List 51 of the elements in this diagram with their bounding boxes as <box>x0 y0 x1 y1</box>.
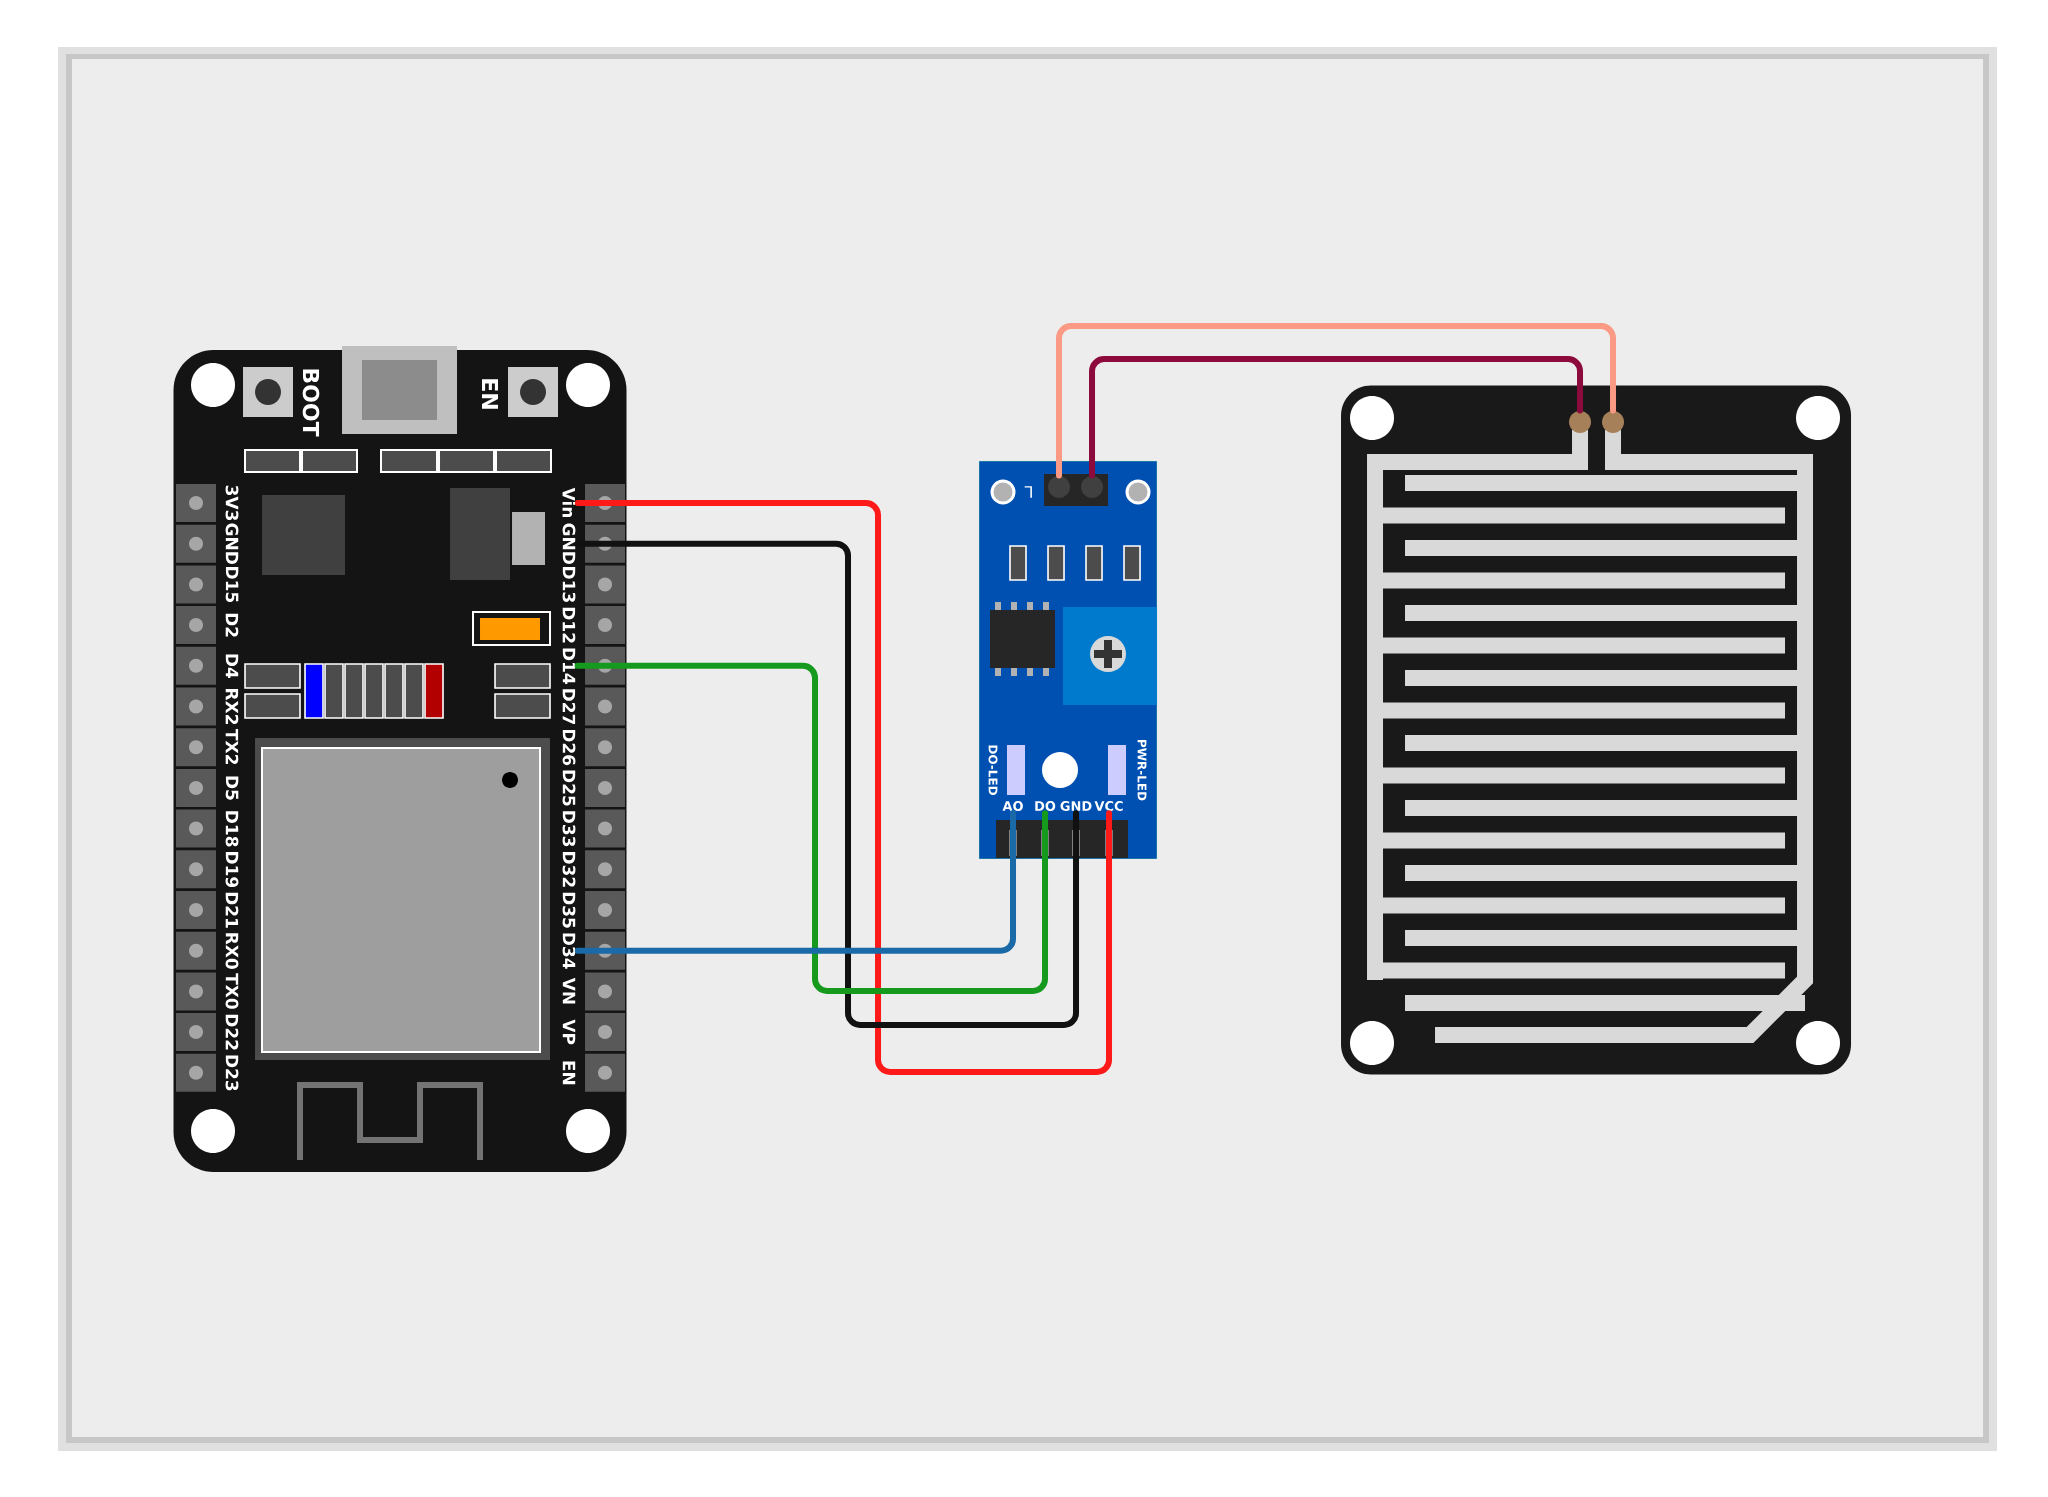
pin-label: D18 <box>225 811 239 847</box>
pin-label: D35 <box>562 892 576 928</box>
pin-label: D33 <box>562 811 576 847</box>
pin-label: GND <box>1060 801 1092 811</box>
pin-label: D22 <box>225 1014 239 1050</box>
esp32-board-drawing <box>173 346 627 1172</box>
pin-label: D19 <box>225 852 239 888</box>
pin-label: D5 <box>225 776 239 800</box>
board-label: BOOT <box>302 369 320 437</box>
board-label: L <box>1024 486 1032 498</box>
pin-label: D34 <box>562 933 576 969</box>
wire <box>1089 356 1583 479</box>
pin-label: TX2 <box>225 729 239 764</box>
pin-label: D2 <box>225 613 239 637</box>
pin-label: GND <box>225 523 239 564</box>
pin-pad <box>1569 411 1591 433</box>
pin-label: 3V3 <box>225 485 239 521</box>
board-label: DO-LED <box>988 745 998 795</box>
pin-label: VP <box>562 1019 576 1045</box>
pin-label: RX2 <box>225 689 239 725</box>
pin-label: D4 <box>225 654 239 678</box>
board-label: EN <box>482 379 498 409</box>
pin-label: TX0 <box>225 973 239 1009</box>
pin-label: RX0 <box>225 933 239 969</box>
pin-label: D32 <box>562 852 576 887</box>
wire <box>574 540 1079 1028</box>
pin-label: VN <box>562 977 576 1004</box>
pin-label: D12 <box>562 607 576 643</box>
pin-label: VCC <box>1094 801 1123 811</box>
pin-pad <box>1081 476 1103 498</box>
pin-label: DO <box>1035 801 1056 811</box>
pin-label: Vin <box>562 487 576 518</box>
pin-label: GND <box>562 523 576 564</box>
pin-label: D21 <box>225 892 239 928</box>
wire <box>574 662 1048 994</box>
pin-pad <box>1602 411 1624 433</box>
pin-label: D14 <box>562 648 576 684</box>
pin-label: D13 <box>562 567 576 602</box>
pin-pad <box>1048 476 1070 498</box>
wire <box>1056 323 1616 479</box>
wire <box>574 500 1112 1075</box>
pin-label: D23 <box>225 1055 239 1091</box>
board-label: PWR-LED <box>1137 740 1147 801</box>
pin-label: D15 <box>225 567 239 603</box>
wire <box>574 810 1016 954</box>
pin-label: D26 <box>562 729 576 766</box>
pin-label: D25 <box>562 770 576 806</box>
pin-label: EN <box>562 1061 576 1085</box>
sensor-module-drawing <box>979 461 1157 859</box>
pin-label: AO <box>1002 801 1023 811</box>
pin-label: D27 <box>562 689 576 725</box>
